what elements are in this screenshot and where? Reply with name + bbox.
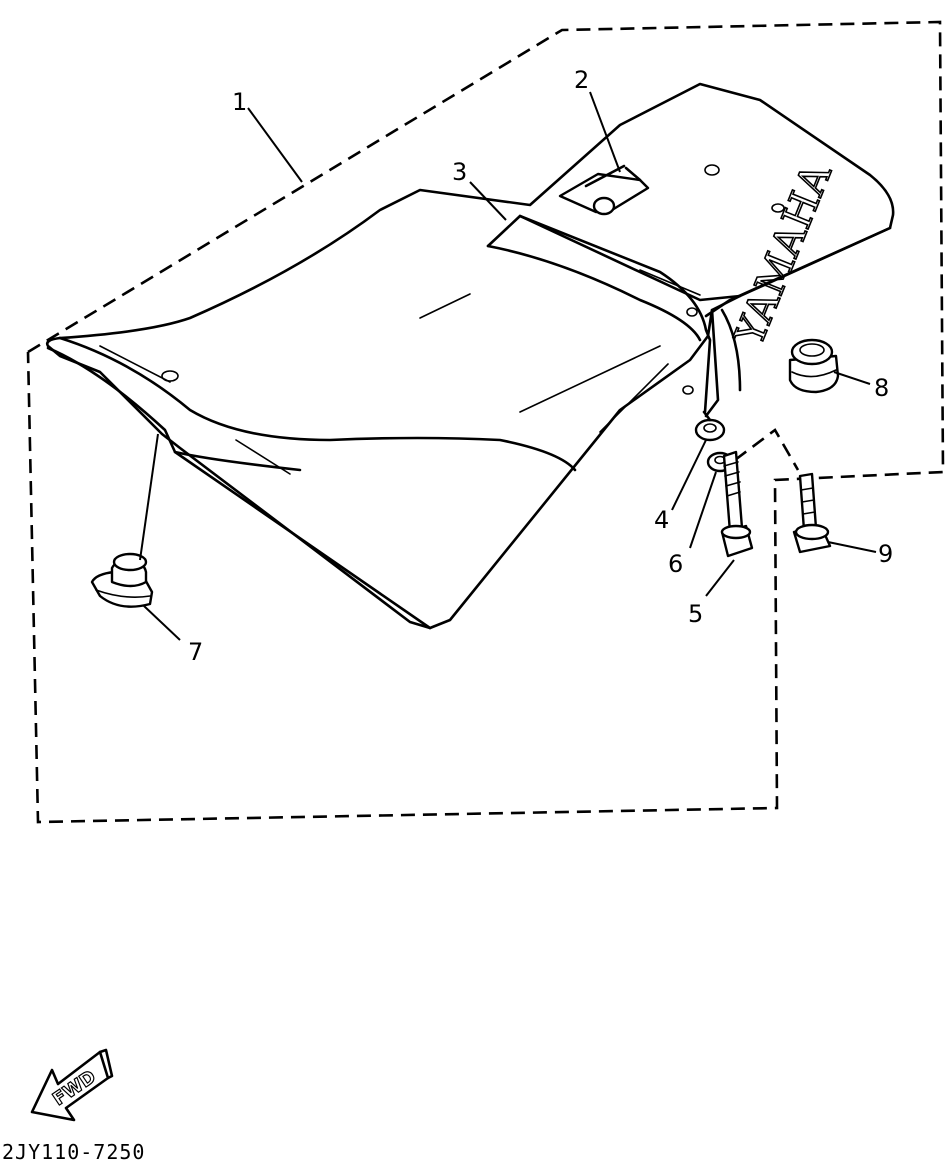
seat-hole <box>686 307 698 317</box>
leader-9 <box>827 541 877 553</box>
seat-hole <box>682 385 694 395</box>
callout-8: 8 <box>874 374 889 402</box>
seat-assembly: YAMAHA <box>45 82 895 630</box>
seat-band-upper <box>518 214 742 302</box>
callout-7: 7 <box>188 638 203 666</box>
seat-rear-edge <box>704 308 720 418</box>
seat-highlight <box>419 293 471 319</box>
damper-part-8 <box>788 338 840 394</box>
leader-7-upper <box>139 433 159 561</box>
leader-7 <box>143 605 181 641</box>
collar-part-4 <box>694 410 726 442</box>
callout-6: 6 <box>668 550 683 578</box>
callout-9: 9 <box>878 540 893 568</box>
seat-band <box>486 214 712 414</box>
seat-hole <box>704 164 720 176</box>
leader-5 <box>705 559 735 597</box>
seat-highlight <box>99 345 171 383</box>
callout-1: 1 <box>232 88 247 116</box>
bolt-part-9 <box>792 472 832 554</box>
callout-2: 2 <box>574 66 589 94</box>
leader-1 <box>247 107 303 183</box>
seat-band-lower <box>486 244 702 342</box>
seat-hole <box>771 203 785 213</box>
leader-3 <box>469 181 507 221</box>
seat-highlight <box>519 345 661 413</box>
callout-4: 4 <box>654 506 669 534</box>
assembly-boundary <box>26 20 945 824</box>
seat-highlight <box>599 363 669 433</box>
seat-highlight <box>235 439 291 475</box>
leader-8 <box>833 371 871 385</box>
bolt-part-5 <box>720 450 754 558</box>
diagram-code: 2JY110-7250 <box>2 1140 146 1164</box>
seat-side-panel <box>46 346 302 472</box>
leader-2 <box>589 91 621 173</box>
leader-4 <box>671 439 707 511</box>
seat-front-edge <box>173 450 432 630</box>
seat-hole <box>161 370 179 382</box>
seat-hook <box>558 164 650 216</box>
seat-rear-side <box>704 226 892 318</box>
seat-brand-lettering: YAMAHA <box>726 157 841 353</box>
damper-part-7 <box>90 552 154 608</box>
seat-highlight <box>639 269 701 296</box>
seat-outline <box>45 82 895 630</box>
forward-arrow-icon: FWD <box>30 1048 114 1122</box>
callout-3: 3 <box>452 158 467 186</box>
seat-surface-contour <box>58 336 577 472</box>
callout-5: 5 <box>688 600 703 628</box>
bolt-9-dashed-guide <box>734 428 800 471</box>
leader-6 <box>689 471 717 549</box>
seat-rear-lower <box>720 308 742 392</box>
